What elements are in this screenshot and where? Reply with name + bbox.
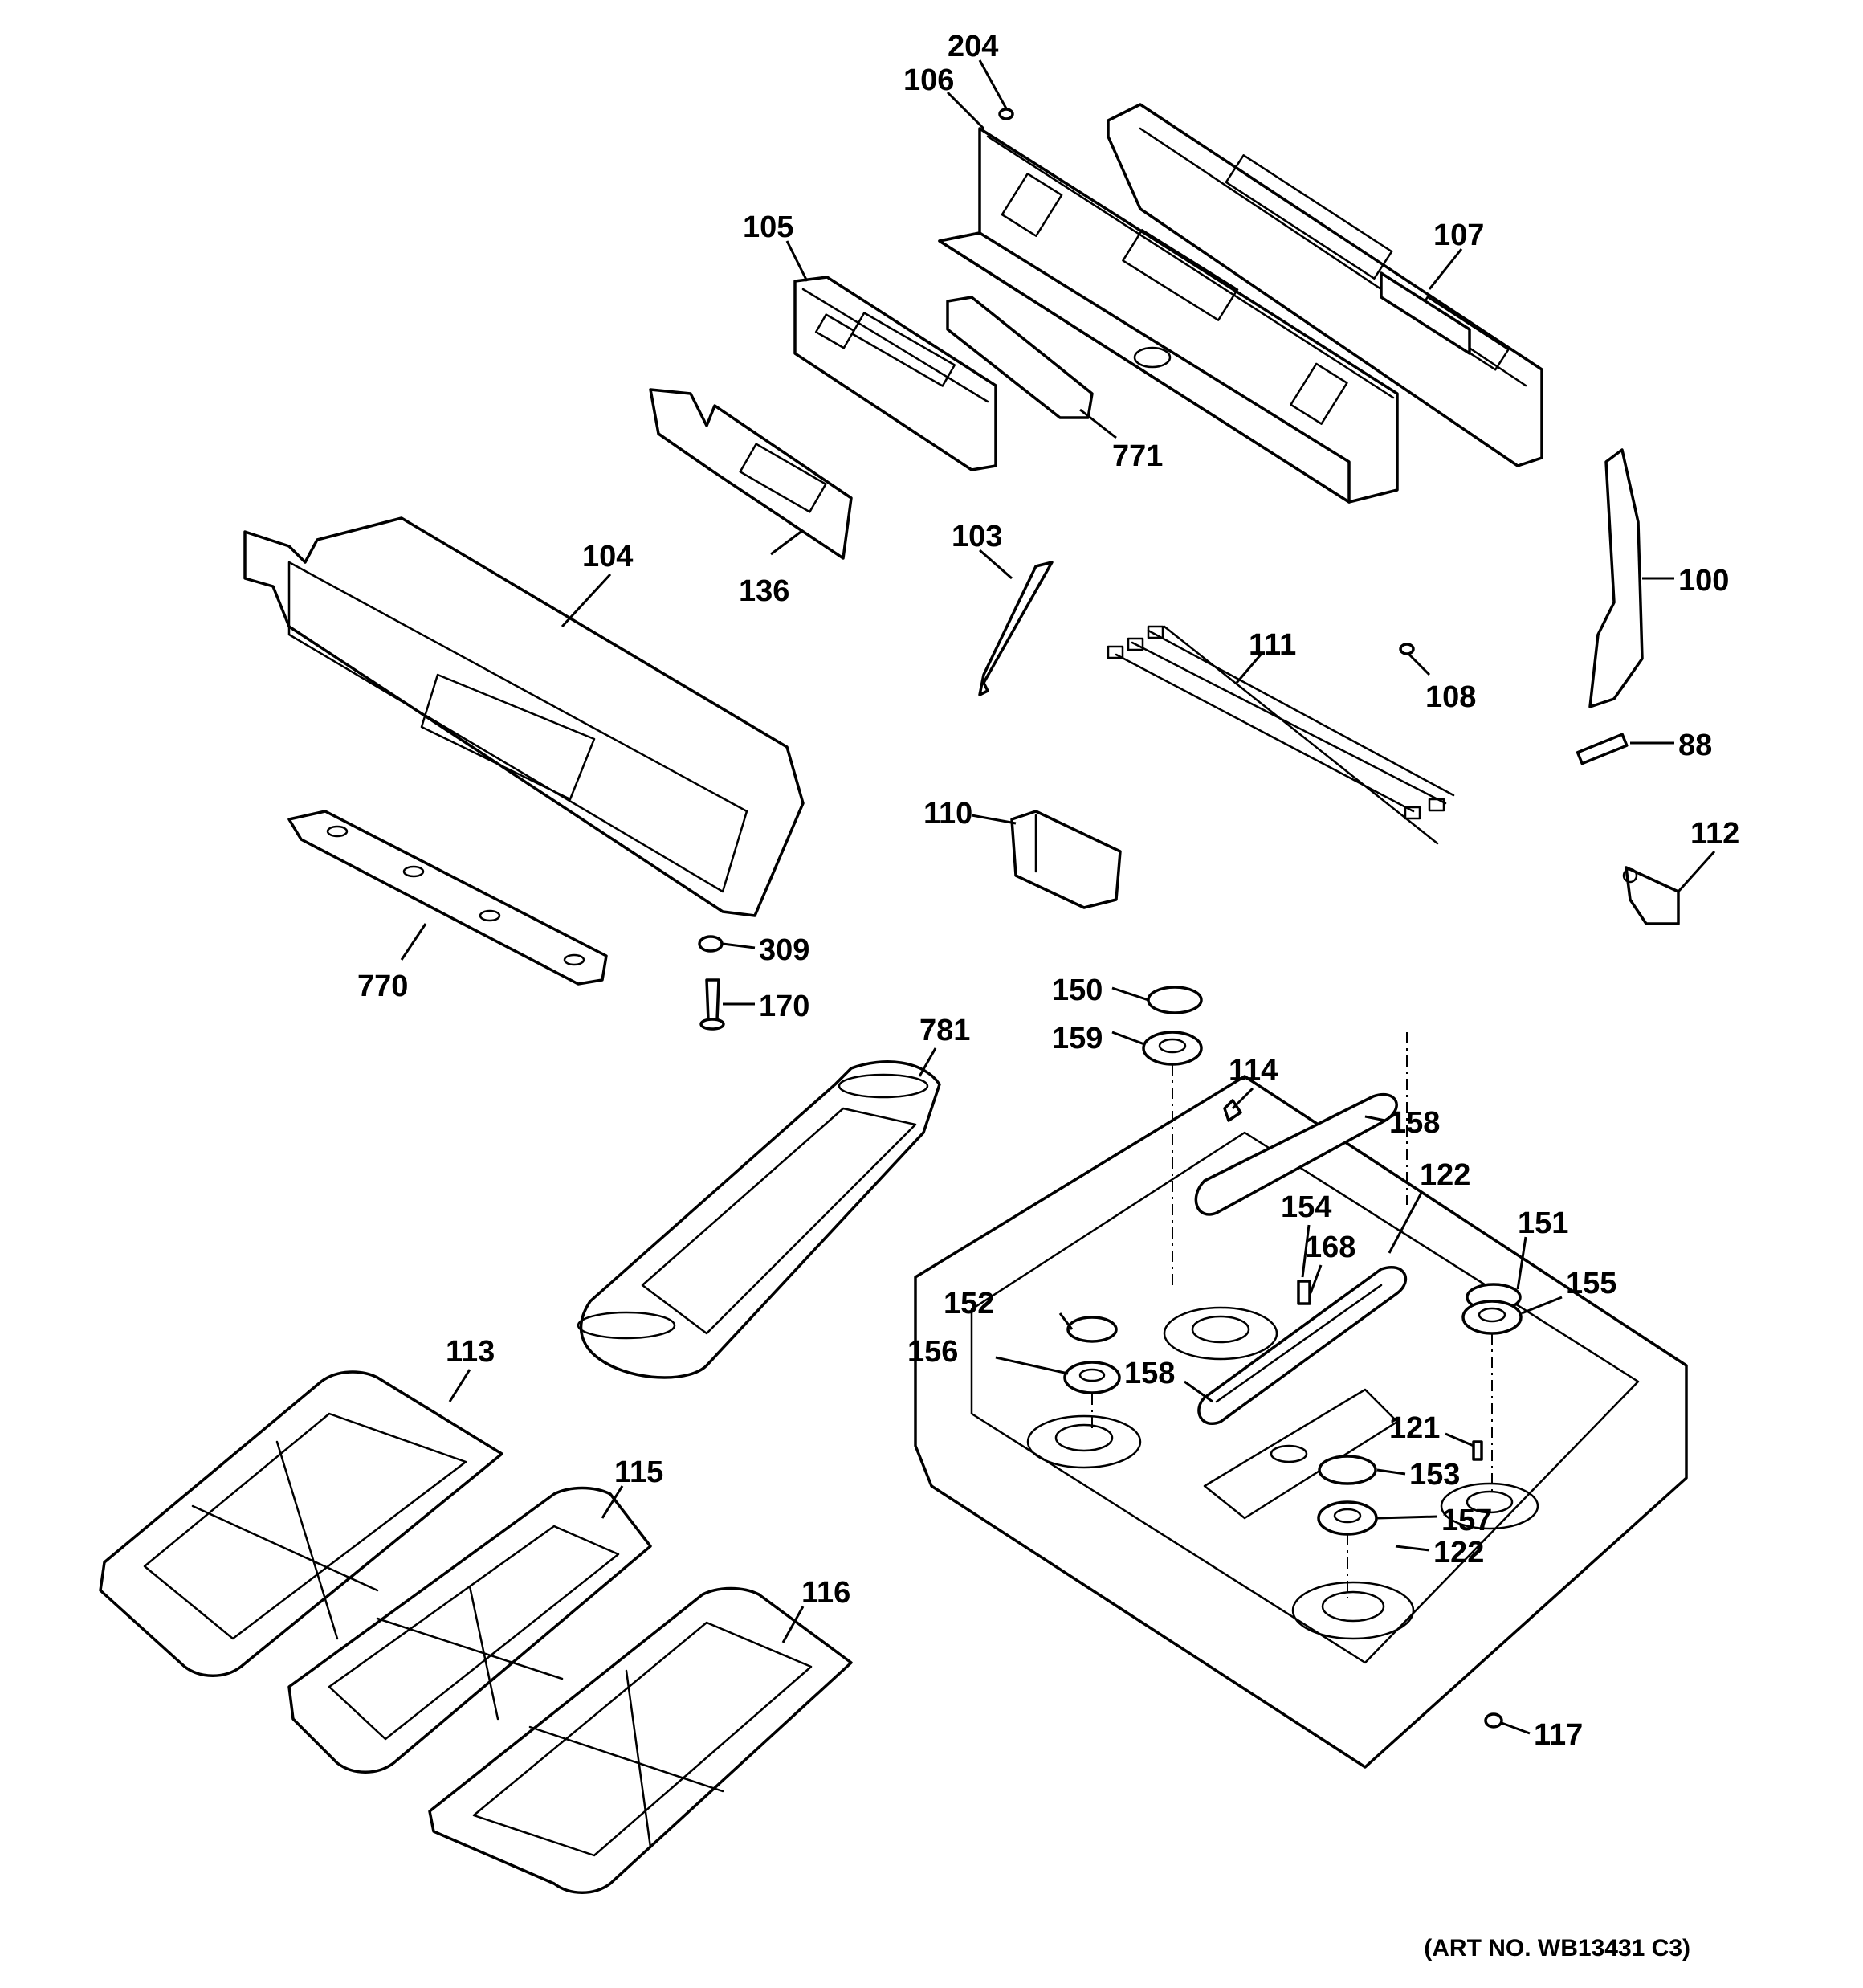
callout-100: 100 (1678, 564, 1729, 598)
nut-117-part (1484, 1712, 1503, 1729)
clip-114-part (1223, 1099, 1242, 1122)
callout-771: 771 (1112, 439, 1163, 473)
callout-115: 115 (614, 1455, 663, 1489)
leader-lines (400, 59, 1716, 1735)
cooktop-part (914, 1075, 1688, 1769)
screw-154-part (1297, 1280, 1311, 1305)
callout-117: 117 (1534, 1718, 1583, 1752)
callout-108: 108 (1425, 680, 1476, 714)
callout-781: 781 (919, 1014, 970, 1047)
callout-154: 154 (1281, 1190, 1331, 1224)
burner-head-155 (1461, 1300, 1523, 1335)
callout-112: 112 (1690, 817, 1739, 851)
callout-105: 105 (743, 210, 793, 244)
callout-116: 116 (801, 1576, 850, 1610)
callout-114: 114 (1229, 1054, 1278, 1088)
callout-158-bottom: 158 (1124, 1357, 1175, 1390)
burner-head-159 (1142, 1031, 1203, 1066)
callout-168: 168 (1305, 1231, 1355, 1264)
keypad-overlay-part (649, 388, 853, 560)
grate-113-part (99, 1370, 503, 1677)
callout-110: 110 (923, 797, 972, 831)
backguard-part (1107, 103, 1543, 467)
screw-108-part (1399, 643, 1415, 655)
callout-136: 136 (739, 574, 789, 608)
callout-150: 150 (1052, 974, 1103, 1007)
callout-155: 155 (1566, 1267, 1616, 1300)
burner-head-156 (1063, 1361, 1121, 1394)
callout-770: 770 (357, 970, 408, 1003)
side-trim-part (1588, 448, 1644, 708)
wiring-harness-part (1107, 625, 1455, 845)
screw-204-part (998, 108, 1014, 120)
switch-112-part (1622, 866, 1680, 925)
burner-head-157 (1317, 1500, 1378, 1536)
washer-309-part (698, 935, 724, 953)
callout-labels: 204 106 105 107 771 136 104 103 100 111 … (357, 30, 1739, 1752)
bracket-771-part (946, 296, 1094, 419)
callout-103: 103 (952, 520, 1002, 553)
assembly-lines (1091, 1032, 1493, 1598)
bracket-103-part (978, 561, 1054, 696)
callout-159: 159 (1052, 1022, 1103, 1055)
callout-204: 204 (948, 30, 998, 63)
trim-770-part (287, 810, 608, 986)
burner-cap-150 (1147, 986, 1203, 1014)
burner-cap-153 (1318, 1455, 1377, 1485)
callout-156: 156 (907, 1335, 958, 1369)
griddle-part (577, 1060, 941, 1379)
callout-106: 106 (903, 63, 954, 97)
callout-122-bottom: 122 (1433, 1536, 1484, 1570)
grate-116-part (428, 1586, 853, 1894)
callout-151: 151 (1518, 1206, 1568, 1240)
callout-88: 88 (1678, 729, 1712, 762)
callout-121: 121 (1389, 1411, 1440, 1445)
control-panel-part (243, 516, 805, 917)
clip-88-part (1576, 733, 1629, 765)
art-number: (ART NO. WB13431 C3) (1424, 1935, 1690, 1961)
callout-111: 111 (1249, 628, 1296, 662)
callout-113: 113 (446, 1335, 495, 1369)
burner-cap-152 (1066, 1316, 1118, 1343)
callout-158-top: 158 (1389, 1106, 1440, 1140)
grate-115-part (287, 1486, 652, 1774)
screw-170-part (699, 978, 725, 1031)
spark-module-part (1010, 810, 1122, 909)
rear-panel-part (938, 127, 1399, 504)
callout-122-top: 122 (1420, 1158, 1470, 1192)
callout-309: 309 (759, 933, 809, 967)
callout-157: 157 (1441, 1504, 1492, 1537)
callout-153: 153 (1409, 1458, 1460, 1492)
callout-152: 152 (944, 1287, 994, 1321)
callout-107: 107 (1433, 218, 1484, 252)
callout-170: 170 (759, 990, 809, 1023)
burner-168-part (1197, 1266, 1407, 1425)
control-board-part (793, 276, 997, 471)
callout-104: 104 (582, 540, 633, 574)
screw-121-part (1472, 1440, 1483, 1461)
